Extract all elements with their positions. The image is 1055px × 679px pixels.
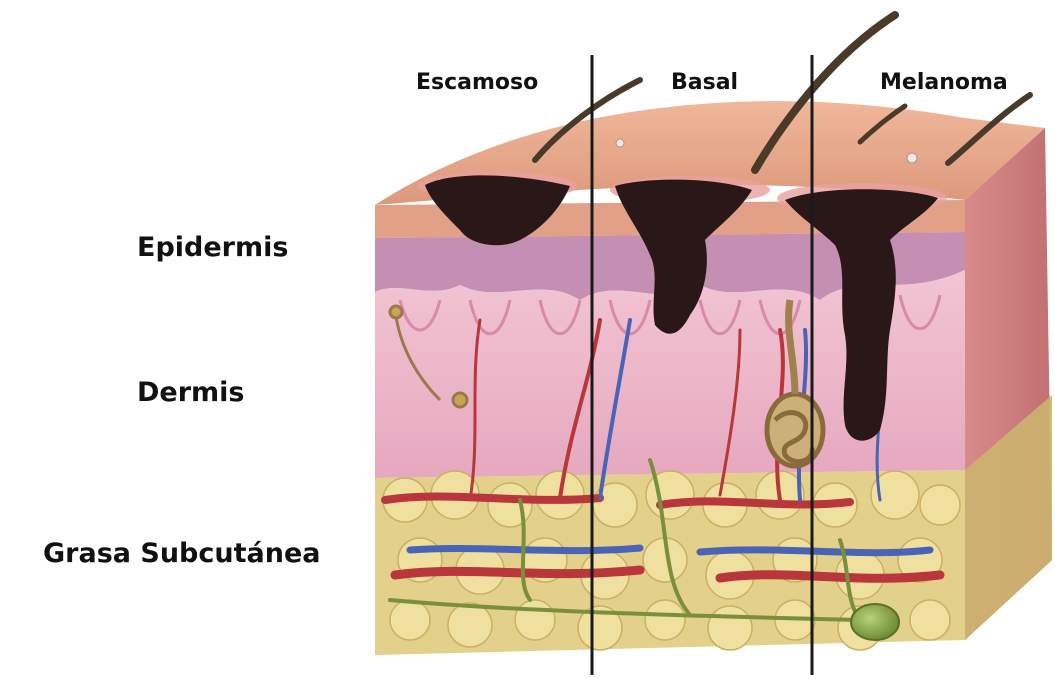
label-basal: Basal [671, 70, 738, 95]
nerve-ending [851, 604, 899, 640]
label-dermis: Dermis [137, 377, 245, 408]
label-grasa-subcutanea: Grasa Subcutánea [43, 538, 321, 569]
label-epidermis: Epidermis [137, 232, 288, 263]
label-escamoso: Escamoso [416, 70, 538, 95]
label-melanoma: Melanoma [880, 70, 1008, 95]
